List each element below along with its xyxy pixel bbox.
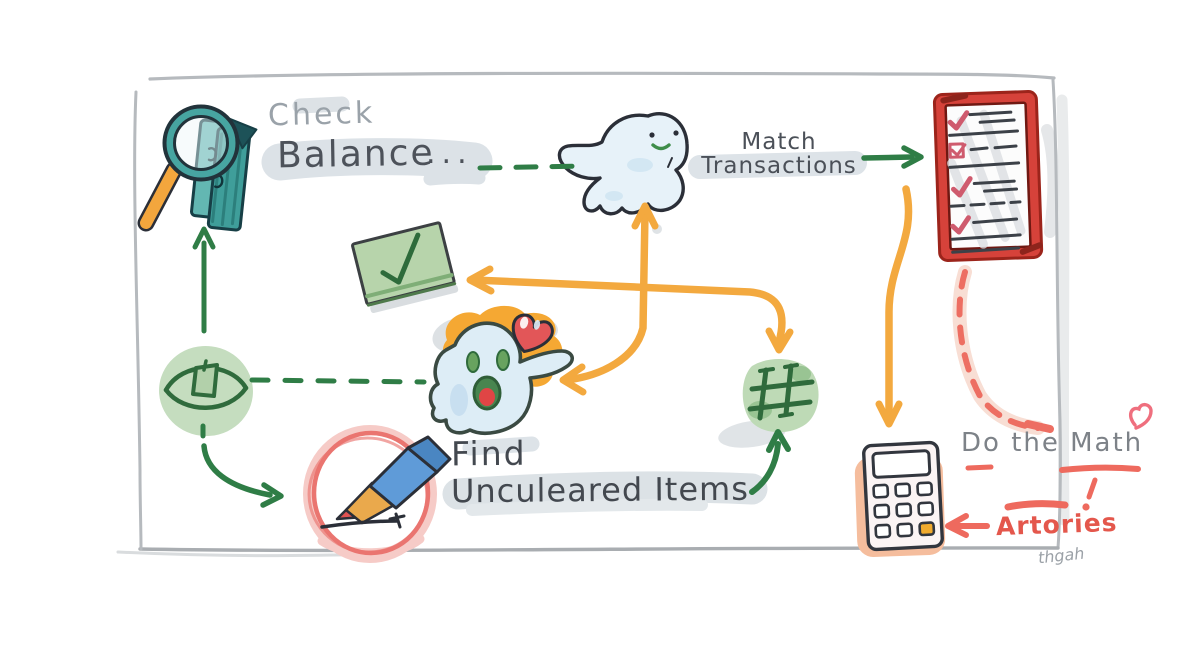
dashed-eye-to-ghost	[249, 377, 427, 385]
pencil-badge-icon	[303, 425, 452, 563]
eye-badge-icon	[159, 345, 253, 437]
arrow-ghosts-vertical	[559, 202, 659, 396]
check-label: Check	[267, 95, 376, 134]
match-line1: Match	[741, 129, 817, 155]
arrow-items-to-grid	[749, 429, 791, 495]
green-connectors	[192, 145, 924, 508]
sticky-note-icon	[351, 221, 459, 314]
artories-label: Artories	[995, 507, 1118, 542]
arrow-eye-to-pencil	[200, 423, 284, 508]
sketch-frame	[116, 71, 1070, 558]
arrow-horizontal-to-note-and-grid	[466, 265, 794, 354]
match-line2: Transactions	[701, 153, 857, 180]
calculator-icon	[854, 440, 946, 557]
arrow-transactions-to-checklist	[861, 145, 924, 169]
do-the-math-label: Do the Math	[961, 428, 1144, 458]
grid-badge-icon	[742, 359, 819, 433]
ellipsis-label: ...	[426, 136, 473, 171]
dashed-balance-to-ghost	[477, 163, 587, 171]
red-annotations	[945, 403, 1153, 538]
find-label: Find	[450, 433, 527, 474]
flying-ghost-icon	[557, 112, 689, 216]
surprised-ghost-icon	[428, 305, 574, 435]
red-dashed-connector	[952, 265, 1054, 435]
checklist-icon	[932, 90, 1044, 262]
arrow-checklist-to-calculator	[875, 185, 913, 428]
magnifier-money-icon	[137, 104, 258, 232]
orange-connectors	[466, 185, 913, 428]
balance-label: Balance	[276, 132, 435, 177]
arrow-eye-to-magnifier	[192, 226, 216, 334]
uncleared-items-label: Unculeared Items	[450, 469, 750, 511]
heart-icon	[511, 313, 554, 354]
match-transactions-label: Match Transactions	[694, 130, 864, 178]
red-arrow-to-calculator	[945, 513, 990, 538]
